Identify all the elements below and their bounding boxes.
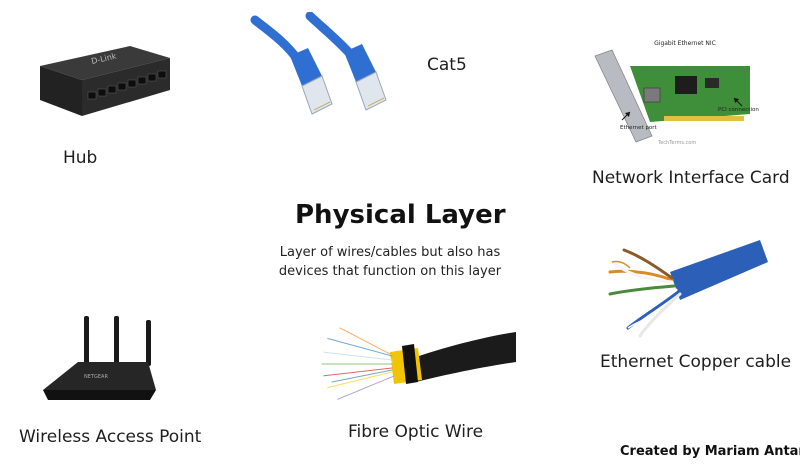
fibre-optic-label: Fibre Optic Wire — [348, 422, 484, 442]
cat5-label: Cat5 — [427, 55, 467, 75]
subtitle-line-2: devices that function on this layer — [278, 264, 502, 279]
nic-watermark: TechTerms.com — [657, 140, 696, 146]
nic-caption-title: Gigabit Ethernet NIC — [654, 40, 716, 47]
page-title: Physical Layer — [295, 200, 506, 230]
nic-caption-pci: PCI connection — [718, 107, 759, 113]
hub-label: Hub — [63, 148, 98, 168]
hub-image: D-Link — [30, 38, 175, 118]
copper-cable-image — [600, 232, 770, 342]
wap-label: Wireless Access Point — [19, 427, 202, 447]
copper-cable-label: Ethernet Copper cable — [600, 352, 792, 372]
wap-image: NETGEAR — [38, 312, 163, 407]
subtitle: Layer of wires/cables but also has devic… — [260, 243, 520, 281]
wap-brand-text: NETGEAR — [84, 374, 108, 380]
nic-caption-port: Ethernet port — [620, 125, 658, 131]
nic-label: Network Interface Card — [592, 168, 790, 188]
subtitle-line-1: Layer of wires/cables but also has — [279, 245, 501, 260]
fibre-optic-image — [318, 318, 518, 408]
nic-image: Gigabit Ethernet NIC Ethernet port PCI c… — [590, 36, 765, 151]
credit-text: Created by Mariam Antar — [620, 444, 800, 459]
cat5-image — [250, 12, 400, 122]
